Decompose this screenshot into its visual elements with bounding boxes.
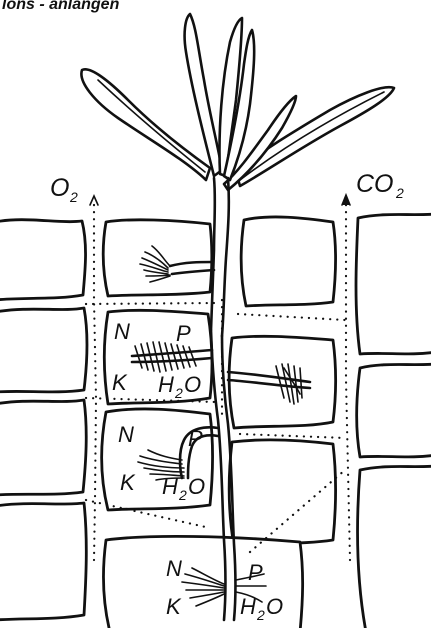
soil-grain — [103, 220, 212, 296]
water-label-o: O — [266, 594, 283, 619]
phosphorus-label: P — [176, 321, 191, 346]
water-label-o: O — [184, 372, 201, 397]
phosphorus-label: P — [248, 560, 263, 585]
water-label-h: H — [162, 474, 178, 499]
water-label-sub: 2 — [256, 607, 265, 623]
soil-grain — [358, 466, 431, 628]
soil-grains-right — [356, 214, 431, 628]
soil-grain — [229, 440, 335, 546]
potassium-label: K — [120, 470, 136, 495]
water-label-sub: 2 — [174, 385, 183, 401]
top-caption: lons - anlangen — [2, 0, 120, 13]
stem — [211, 178, 229, 336]
co2-arrow-tip — [342, 195, 350, 205]
co2-subscript: 2 — [395, 185, 404, 201]
water-label-sub: 2 — [178, 487, 187, 503]
potassium-label: K — [166, 594, 182, 619]
co2-label: CO — [356, 170, 394, 198]
o2-label: O — [50, 174, 69, 202]
water-label-h: H — [240, 594, 256, 619]
o2-subscript: 2 — [69, 189, 78, 205]
soil-grain — [0, 220, 86, 300]
phosphorus-label: P — [188, 426, 203, 451]
nitrogen-label: N — [166, 556, 182, 581]
nitrogen-label: N — [114, 319, 130, 344]
leaf-upper-left — [185, 14, 222, 176]
soil-grain — [356, 214, 431, 354]
nitrogen-label: N — [118, 422, 134, 447]
soil-grain — [357, 364, 431, 457]
leaf-left — [81, 69, 210, 180]
soil-grain — [0, 400, 86, 495]
soil-grain — [0, 503, 86, 620]
water-label-h: H — [158, 372, 174, 397]
soil-grains-left — [0, 220, 87, 620]
potassium-label: K — [112, 370, 128, 395]
soil-grain — [0, 308, 87, 392]
soil-grain — [241, 217, 335, 306]
o2-arrow-tip — [90, 196, 98, 205]
water-label-o: O — [188, 474, 205, 499]
